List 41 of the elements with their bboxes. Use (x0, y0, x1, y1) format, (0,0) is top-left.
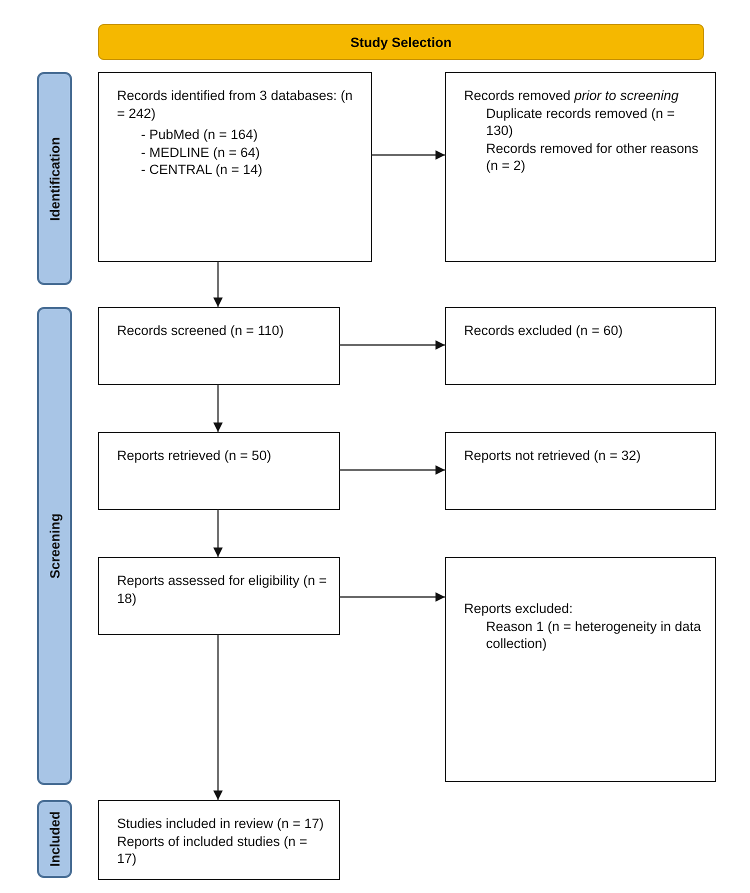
header-title: Study Selection (350, 34, 452, 50)
process-box (445, 72, 716, 262)
process-box (98, 72, 372, 262)
box-text: - PubMed (n = 164) (140, 126, 259, 144)
arrow (340, 465, 445, 475)
box-text: - CENTRAL (n = 14) (140, 161, 264, 179)
arrow (213, 262, 223, 307)
arrow (372, 150, 445, 160)
box-text: Studies included in review (n = 17) (117, 815, 325, 833)
process-box (445, 557, 716, 782)
arrow (340, 592, 445, 602)
phase-band (37, 72, 72, 285)
phase-label: Screening (47, 513, 62, 579)
box-text: Reports excluded: (464, 600, 574, 618)
section-header-bar (98, 24, 704, 60)
process-box (98, 432, 340, 510)
process-box (98, 800, 340, 880)
process-box (98, 557, 340, 635)
arrow (213, 510, 223, 557)
box-text: Reports of included studies (n = 17) (117, 832, 308, 868)
arrow (213, 635, 223, 800)
phase-band (37, 307, 72, 785)
box-text: Records excluded (n = 60) (464, 322, 624, 340)
box-text: Duplicate records removed (n = 130) (485, 104, 676, 140)
process-box (445, 307, 716, 385)
box-text: Reports retrieved (n = 50) (117, 447, 272, 465)
box-text: Records removed prior to screening (464, 87, 680, 105)
box-text: - MEDLINE (n = 64) (140, 144, 261, 162)
phase-band (37, 800, 72, 878)
box-text: Records identified from 3 databases: (n = 242) (117, 87, 354, 122)
phase-label: Included (47, 811, 62, 867)
phase-label: Identification (47, 136, 62, 220)
arrow (340, 340, 445, 350)
box-text: Records screened (n = 110) (117, 322, 285, 340)
arrow (213, 385, 223, 432)
process-box (98, 307, 340, 385)
box-text: Records removed for other reasons (n = 2) (485, 140, 700, 175)
box-text: Reason 1 (n = heterogeneity in data collection) (485, 618, 702, 653)
box-text: Reports assessed for eligibility (n = 18) (117, 572, 328, 608)
box-text: Reports not retrieved (n = 32) (464, 447, 642, 465)
process-box (445, 432, 716, 510)
